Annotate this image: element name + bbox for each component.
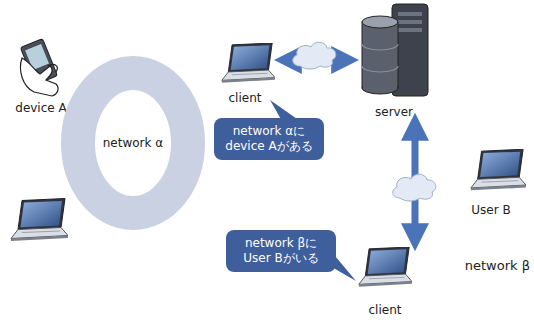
laptop-icon [222,43,275,83]
network-cloud [393,174,436,201]
callout-bubble: network αに device Aがある [214,118,324,160]
network-cloud [293,42,336,69]
laptop-icon [471,149,526,190]
laptop-icon [359,247,412,287]
network-label: network β [465,258,530,273]
node-label: User B [452,203,530,218]
client-node: client [209,40,281,106]
node-label: server [352,105,436,120]
node-label: client [347,303,423,318]
ring-band [78,73,188,213]
callout-bubble: network βに User Bがいる [226,230,336,272]
network-ring: network α [61,56,205,230]
client-node: client [347,244,423,318]
laptop-icon [11,199,68,242]
server-node: server [352,2,436,120]
user-node: User B [452,146,530,218]
node-label: client [209,91,281,106]
callout-text: network αに device Aがある [222,124,316,154]
handheld-device [20,39,58,96]
callout-text: network βに User Bがいる [234,236,328,266]
node-label: network α [103,136,163,151]
server-icon [362,4,428,96]
